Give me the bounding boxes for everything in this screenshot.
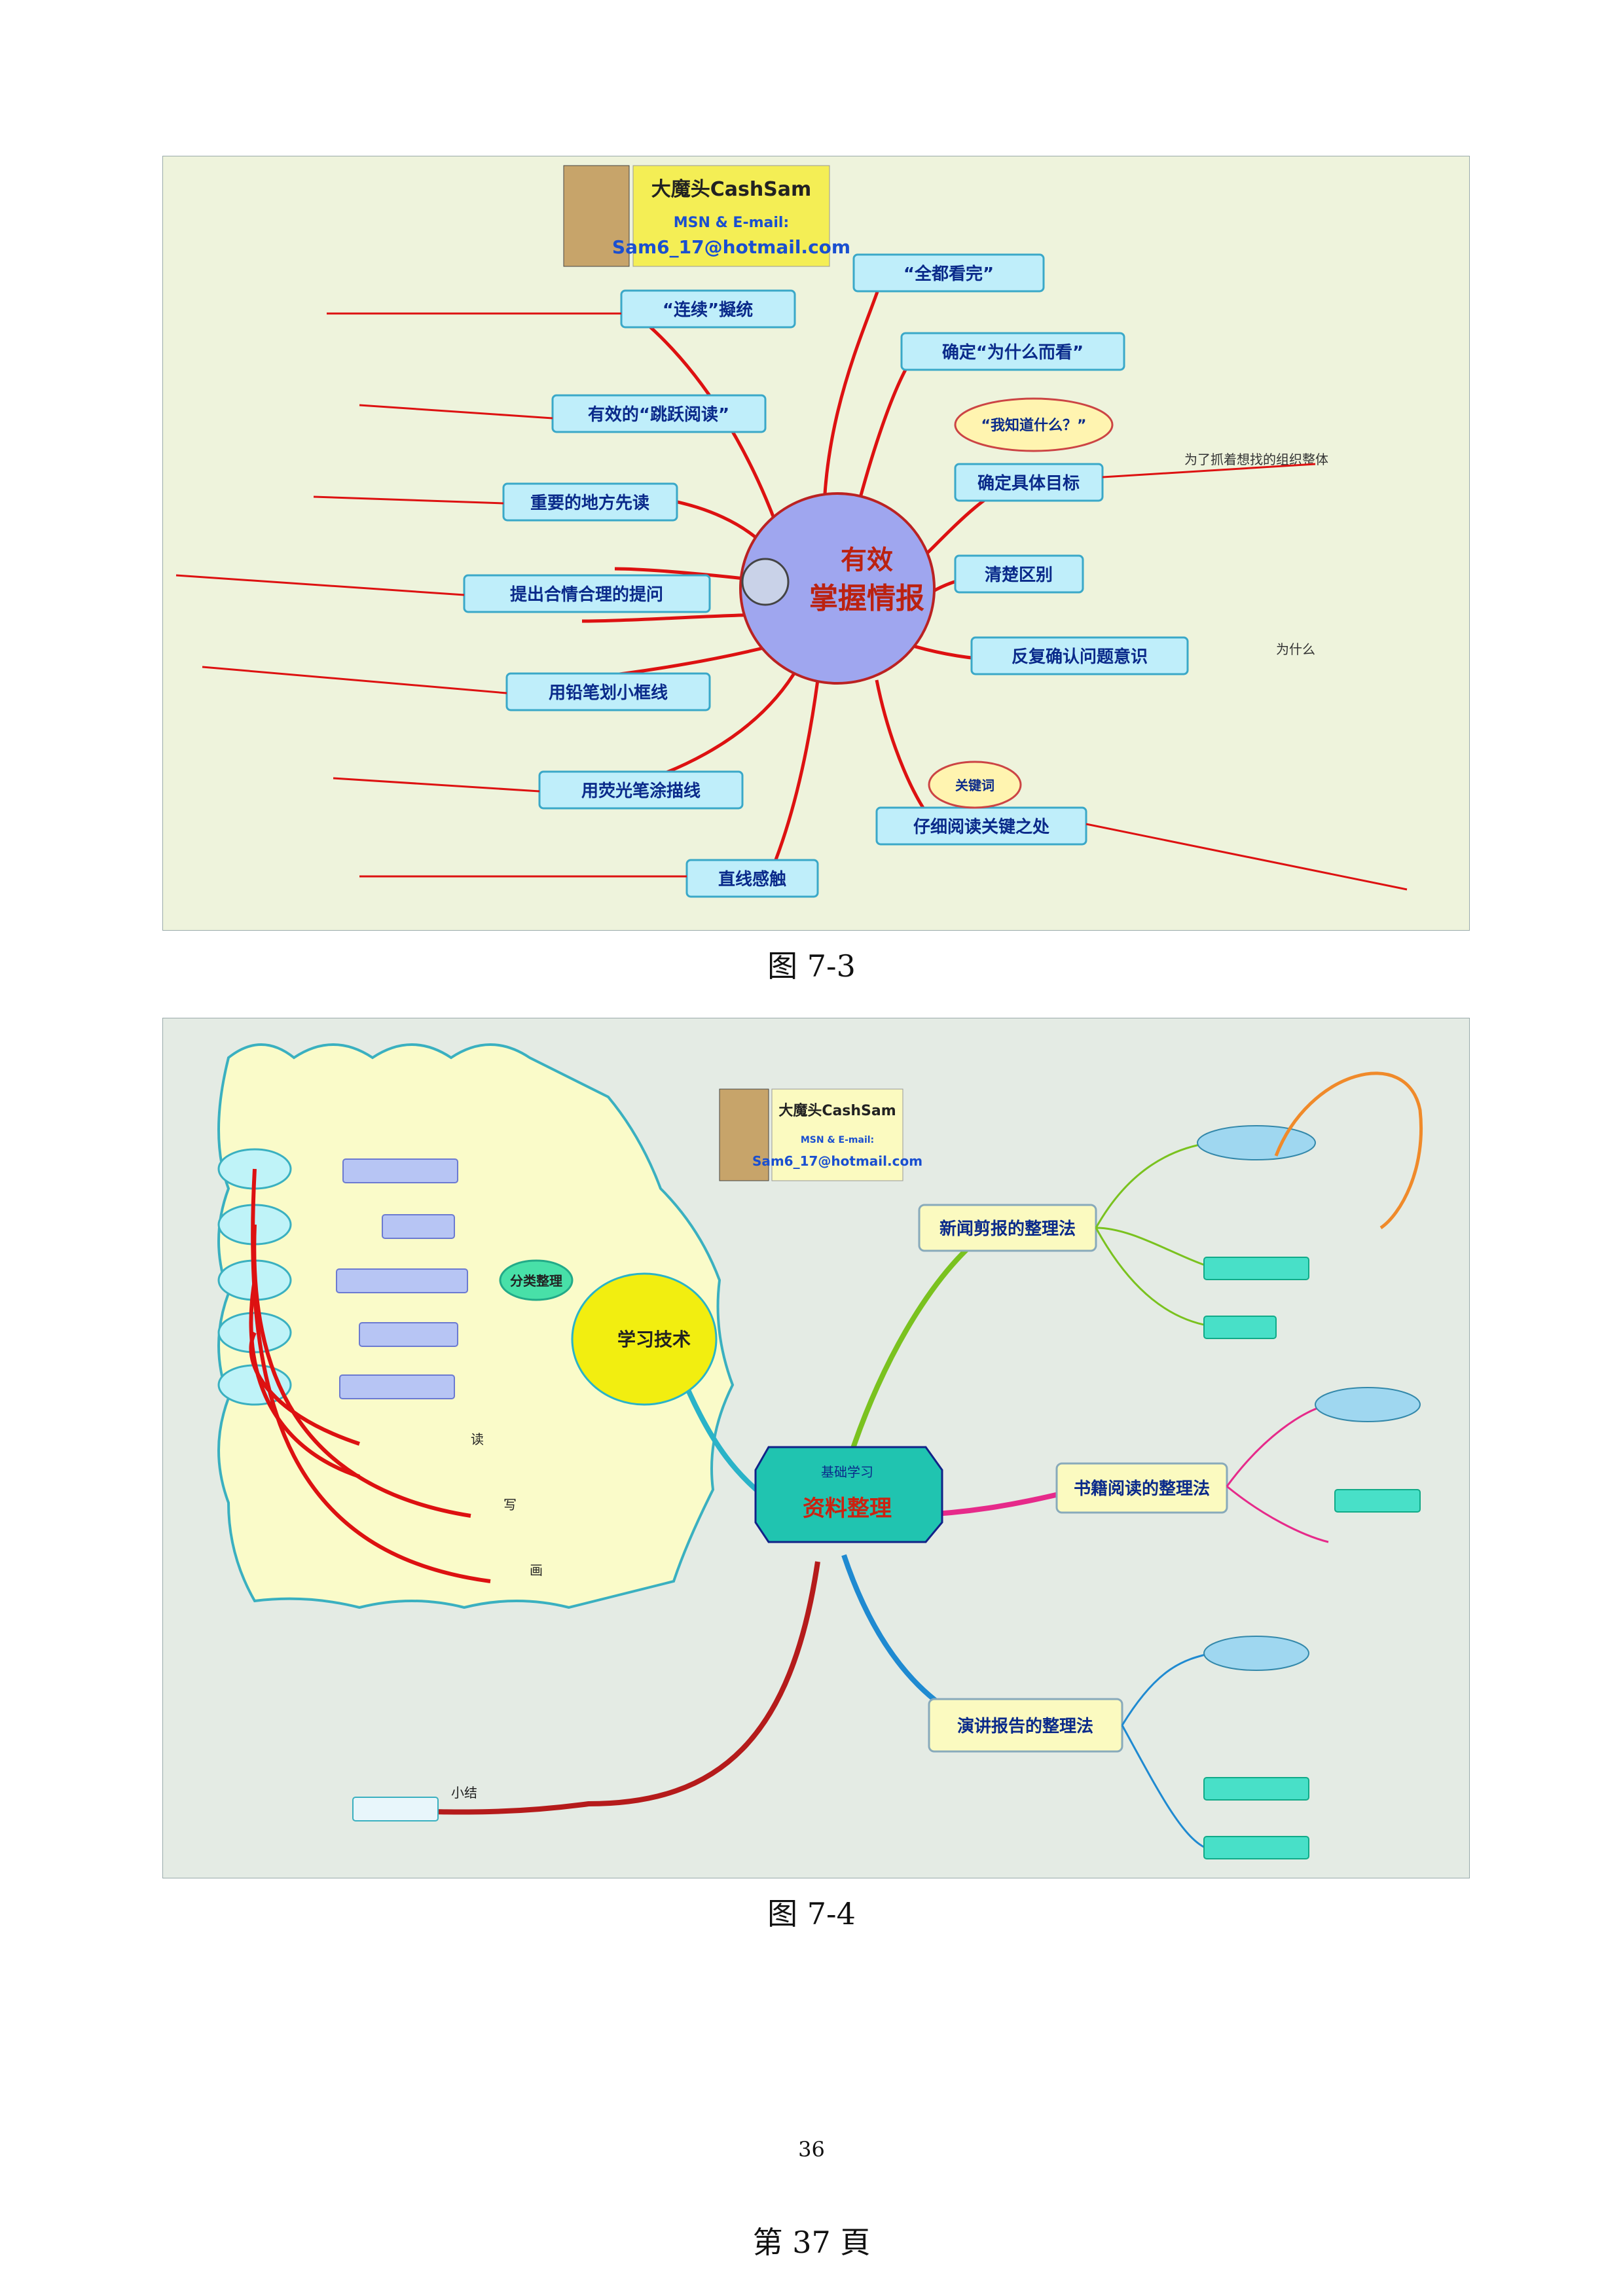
- logo-box: [632, 165, 830, 267]
- classify-label: 分类整理: [510, 1273, 562, 1289]
- center-node: [739, 492, 936, 685]
- node-important-first: 重要的地方先读: [530, 493, 649, 513]
- node-pencil-box: 用铅笔划小框线: [549, 683, 668, 703]
- figure-caption-7-3: 图 7-3: [767, 948, 856, 984]
- center-line-1: 基础学习: [821, 1464, 873, 1480]
- leaf-why: 为什么: [1276, 641, 1315, 657]
- mindmap-7-4-canvas: 学习技术 分类整理 读 写 画 基础学习 资料整: [217, 1043, 1423, 1859]
- learning-tech-label: 学习技术: [617, 1329, 691, 1350]
- classify-node: [499, 1259, 574, 1301]
- logo-email: Sam6_17@hotmail.com: [612, 236, 850, 258]
- node-specific-goal: 确定具体目标: [977, 473, 1080, 493]
- satellite-icon: [741, 558, 790, 606]
- mindmap-7-3-canvas: 有效 掌握情报 大魔头CashSam MSN & E-mail: Sam6_17…: [175, 165, 1408, 898]
- logo-avatar: [719, 1088, 769, 1181]
- node-reasonable-question: 提出合情合理的提问: [510, 584, 663, 605]
- node-book-reading: 书籍阅读的整理法: [1074, 1479, 1210, 1499]
- logo-name: 大魔头CashSam: [778, 1102, 896, 1119]
- leaf-draw: 画: [530, 1562, 543, 1578]
- logo-name: 大魔头CashSam: [651, 178, 812, 201]
- node-clear-distinction: 清楚区别: [985, 565, 1053, 585]
- page-number: 36: [798, 2137, 825, 2162]
- leaf-write: 写: [503, 1497, 517, 1513]
- logo-avatar: [563, 165, 630, 267]
- node-continuous: “连续”擬统: [663, 300, 753, 320]
- center-line-2: 掌握情报: [809, 582, 924, 615]
- logo-email: Sam6_17@hotmail.com: [752, 1153, 922, 1169]
- page-label: 第 37 頁: [752, 2225, 871, 2260]
- node-key-points: 仔细阅读关键之处: [913, 817, 1049, 837]
- node-read-all: “全都看完”: [903, 264, 994, 284]
- leaf-read: 读: [471, 1431, 484, 1447]
- node-why-read: 确定“为什么而看”: [942, 342, 1084, 363]
- node-speech-report: 演讲报告的整理法: [957, 1716, 1093, 1736]
- mindmap-figure-7-3: 有效 掌握情报 大魔头CashSam MSN & E-mail: Sam6_17…: [162, 156, 1470, 931]
- learning-tech-node: [571, 1272, 718, 1406]
- logo-contact-label: MSN & E-mail:: [674, 215, 789, 231]
- node-skip-reading: 有效的“跳跃阅读”: [588, 404, 729, 425]
- figure-caption-7-4: 图 7-4: [767, 1896, 856, 1931]
- node-highlighter: 用荧光笔涂描线: [581, 781, 701, 801]
- summary-label: 小结: [451, 1785, 477, 1801]
- node-what-do-i-know: “我知道什么？”: [981, 417, 1087, 434]
- center-line-2: 资料整理: [803, 1496, 892, 1522]
- mindmap-figure-7-4: 学习技术 分类整理 读 写 画 基础学习 资料整: [162, 1018, 1470, 1878]
- node-news-clipping: 新闻剪报的整理法: [939, 1219, 1076, 1239]
- center-node: [754, 1446, 943, 1543]
- logo-box: [771, 1088, 903, 1181]
- node-confirm-question: 反复确认问题意识: [1012, 647, 1148, 667]
- logo-contact-label: MSN & E-mail:: [801, 1135, 874, 1145]
- center-line-1: 有效: [841, 545, 893, 575]
- node-keyword: 关键词: [955, 778, 994, 793]
- node-straight-line: 直线感触: [718, 870, 786, 889]
